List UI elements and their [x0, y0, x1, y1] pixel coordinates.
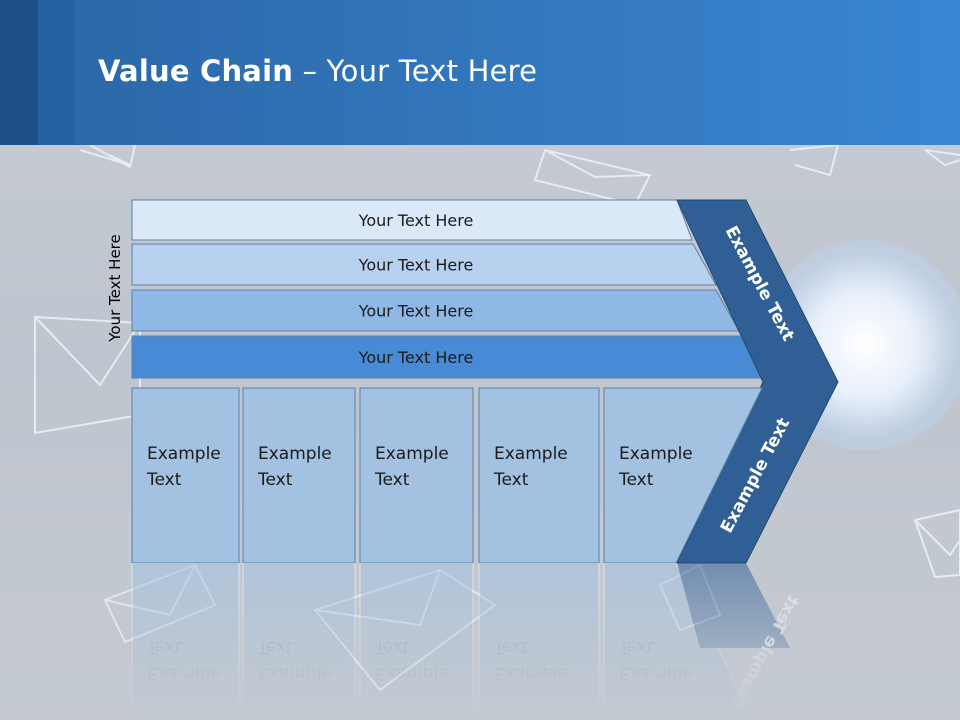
reflection-cell-line2: Text	[493, 637, 529, 657]
reflection-cell	[242, 562, 356, 720]
reflection-cell-line1: Example	[494, 663, 568, 683]
reflection-cell-line1: Example	[619, 663, 693, 683]
primary-cell-line2: Text	[493, 470, 529, 490]
reflection-cell-line1: Example	[258, 663, 332, 683]
envelope-icon	[913, 508, 960, 579]
envelope-icon	[789, 145, 840, 177]
reflection-cell-line1: Example	[147, 663, 221, 683]
header-bar: Value Chain – Your Text Here	[0, 0, 960, 145]
support-bar-label: Your Text Here	[358, 211, 474, 230]
header-accent-light	[38, 0, 74, 145]
reflection-cell	[359, 562, 474, 720]
primary-cell-line1: Example	[147, 444, 221, 464]
reflection-cell	[478, 562, 600, 720]
support-bar-label: Your Text Here	[358, 256, 474, 275]
support-bar	[131, 199, 693, 241]
reflection-cell-line2: Text	[374, 637, 410, 657]
primary-cell-line1: Example	[258, 444, 332, 464]
slide-title-bold: Value Chain	[98, 54, 294, 88]
reflection-cell-line2: Text	[146, 637, 182, 657]
support-bar-label: Your Text Here	[358, 348, 474, 367]
reflection-cells	[131, 562, 754, 720]
reflection-cell	[603, 562, 754, 720]
reflection-cell	[131, 562, 240, 720]
primary-cell-line2: Text	[257, 470, 293, 490]
support-bar	[131, 243, 717, 286]
primary-cell-line2: Text	[374, 470, 410, 490]
reflection-cell-line2: Text	[257, 637, 293, 657]
reflection-chevron	[677, 563, 790, 648]
primary-cell-line2: Text	[618, 470, 654, 490]
slide-title-rest: – Your Text Here	[293, 54, 538, 88]
header-accent-dark	[0, 0, 38, 145]
primary-cell-line2: Text	[146, 470, 182, 490]
primary-cell-line1: Example	[375, 444, 449, 464]
reflection-cell-line1: Example	[375, 663, 449, 683]
primary-cell-line1: Example	[494, 444, 568, 464]
primary-cell-line1: Example	[619, 444, 693, 464]
envelope-icon	[924, 149, 960, 167]
envelope-icon	[79, 145, 136, 169]
reflection-cell-line2: Text	[618, 637, 654, 657]
support-bar-label: Your Text Here	[358, 302, 474, 321]
slide-title: Value Chain – Your Text Here	[98, 54, 537, 88]
